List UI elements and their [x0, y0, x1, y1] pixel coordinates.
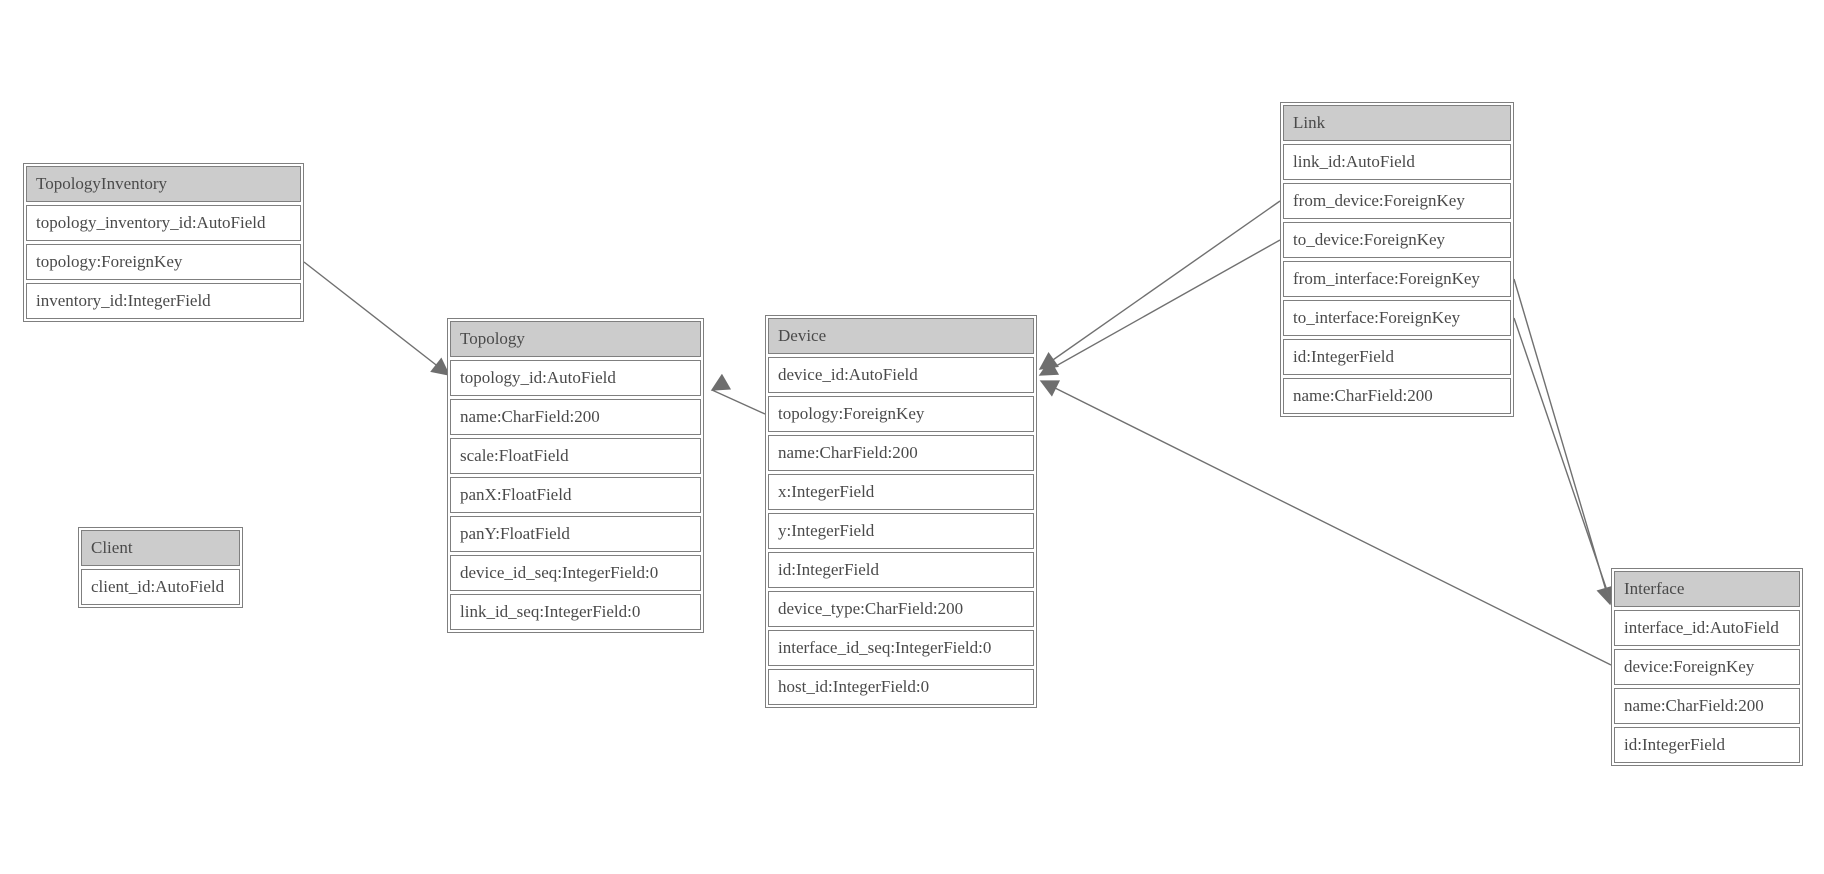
entity-field-row: link_id:AutoField [1283, 144, 1511, 180]
entity-field-row: name:CharField:200 [1283, 378, 1511, 414]
connector-interface-device [1039, 380, 1612, 666]
entity-field-row: name:CharField:200 [450, 399, 701, 435]
entity-field-row: scale:FloatField [450, 438, 701, 474]
entity-field-row: panX:FloatField [450, 477, 701, 513]
entity-field-row: name:CharField:200 [1614, 688, 1800, 724]
entity-field-row: device:ForeignKey [1614, 649, 1800, 685]
entity-field-row: from_interface:ForeignKey [1283, 261, 1511, 297]
entity-title: Interface [1614, 571, 1800, 607]
entity-field-row: to_interface:ForeignKey [1283, 300, 1511, 336]
entity-field-row: topology:ForeignKey [26, 244, 301, 280]
entity-field-row: topology:ForeignKey [768, 396, 1034, 432]
entity-field-row: x:IntegerField [768, 474, 1034, 510]
entity-field-row: topology_inventory_id:AutoField [26, 205, 301, 241]
entity-field-row: interface_id_seq:IntegerField:0 [768, 630, 1034, 666]
entity-field-row: device_id:AutoField [768, 357, 1034, 393]
entity-title: TopologyInventory [26, 166, 301, 202]
entity-field-row: topology_id:AutoField [450, 360, 701, 396]
entity-field-row: link_id_seq:IntegerField:0 [450, 594, 701, 630]
entity-field-row: id:IntegerField [1283, 339, 1511, 375]
connector-link-fromdevice-device [1038, 200, 1281, 370]
connector-topologyinventory-topology [303, 261, 451, 376]
connector-link-frominterface-interface [1513, 278, 1614, 606]
entity-field-row: inventory_id:IntegerField [26, 283, 301, 319]
entity-field-row: panY:FloatField [450, 516, 701, 552]
entity-title: Client [81, 530, 240, 566]
entity-title: Topology [450, 321, 701, 357]
connector-link-tointerface-interface [1513, 317, 1615, 612]
entity-title: Device [768, 318, 1034, 354]
connector-link-todevice-device [1038, 239, 1281, 376]
entity-field-row: interface_id:AutoField [1614, 610, 1800, 646]
entity-field-row: device_type:CharField:200 [768, 591, 1034, 627]
entity-field-row: from_device:ForeignKey [1283, 183, 1511, 219]
entity-field-row: id:IntegerField [1614, 727, 1800, 763]
entity-field-row: host_id:IntegerField:0 [768, 669, 1034, 705]
entity-field-row: to_device:ForeignKey [1283, 222, 1511, 258]
entity-field-row: y:IntegerField [768, 513, 1034, 549]
entity-title: Link [1283, 105, 1511, 141]
entity-field-row: device_id_seq:IntegerField:0 [450, 555, 701, 591]
entity-field-row: name:CharField:200 [768, 435, 1034, 471]
entity-field-row: client_id:AutoField [81, 569, 240, 605]
entity-field-row: id:IntegerField [768, 552, 1034, 588]
connector-device-topology [710, 373, 766, 415]
